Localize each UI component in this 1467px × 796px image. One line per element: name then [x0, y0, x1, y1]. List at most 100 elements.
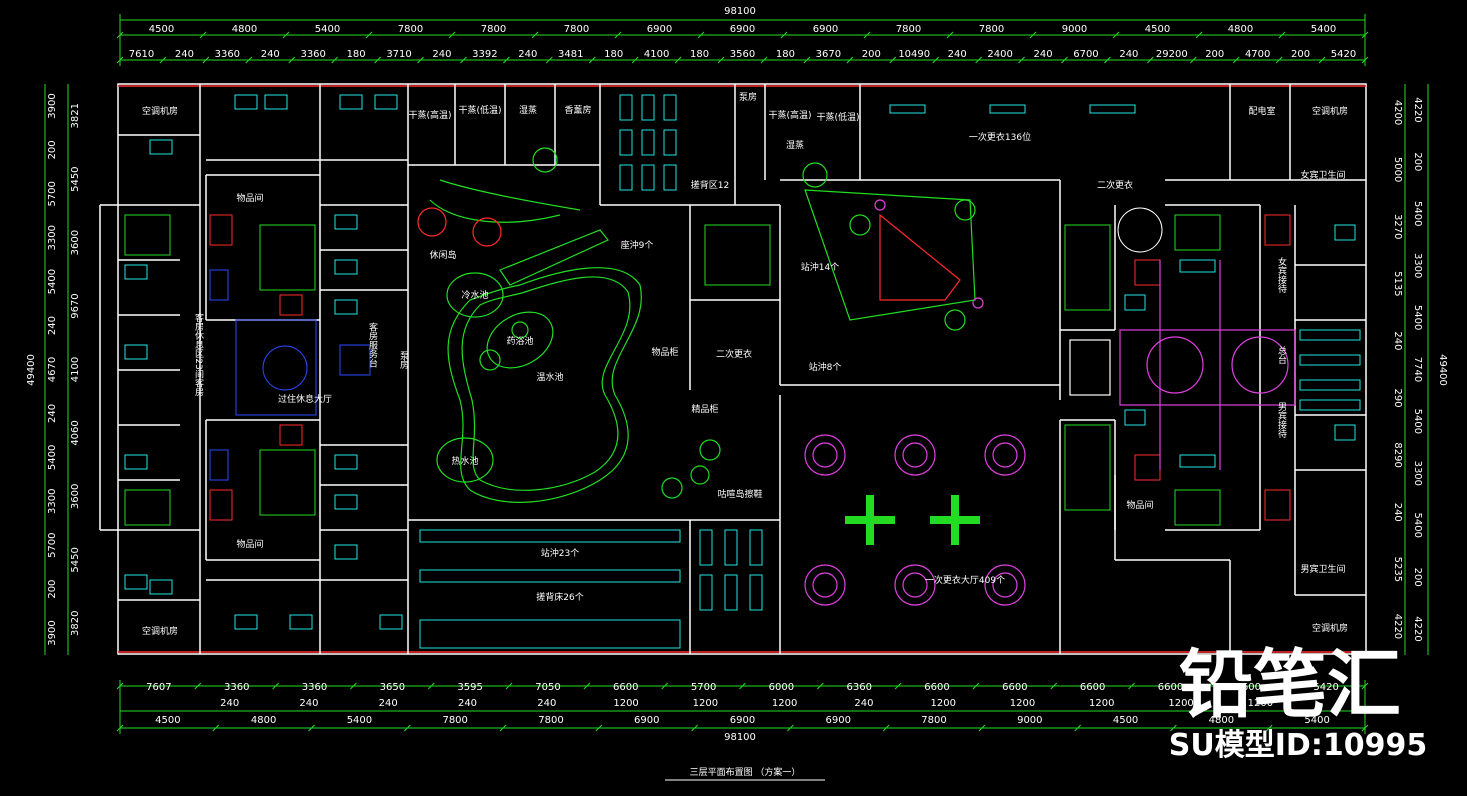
room-second-change: 二次更衣	[716, 348, 752, 360]
dimension-value: 5135	[1392, 271, 1403, 296]
room-first-change-136: 一次更衣136位	[969, 131, 1031, 143]
dimension-tick	[116, 31, 124, 39]
dimension-tick	[505, 682, 513, 690]
dimension-column-right-outer: 4220200540033005400774054003300540020042…	[1412, 97, 1423, 642]
room-sauna-low: 干蒸(低温)	[458, 104, 501, 116]
room-power: 配电室	[1248, 105, 1275, 117]
room-service-desk: 客房服务台	[367, 321, 378, 368]
dimension-value: 7800	[442, 715, 467, 726]
dimension-value: 5420	[1313, 682, 1338, 693]
dimension-value: 3481	[558, 49, 583, 60]
dimension-value: 3392	[472, 49, 497, 60]
dimension-tick	[1189, 56, 1197, 64]
dimension-tick	[199, 31, 207, 39]
dimension-tick	[116, 682, 124, 690]
dimension-value: 180	[776, 49, 795, 60]
room-male-reception: 男宾接待	[1276, 402, 1287, 439]
dimension-tick	[1170, 724, 1177, 732]
dimension-value: 6600	[1002, 682, 1027, 693]
dimension-value: 4220	[1412, 616, 1423, 641]
dimension-value: 3710	[386, 49, 411, 60]
dimension-tick	[308, 724, 315, 732]
dimension-tick	[1361, 682, 1369, 690]
dimension-value: 240	[854, 698, 873, 709]
dimension-value: 4800	[251, 715, 276, 726]
dimension-value: 1200	[1010, 698, 1035, 709]
dimension-ticks	[116, 31, 1369, 732]
dimension-value: 5400	[1304, 715, 1329, 726]
dressing-hall-fixtures	[804, 260, 1296, 606]
room-sauna-high: 干蒸(高温)	[408, 109, 451, 121]
dimension-tick	[448, 31, 456, 39]
dimension-value: 240	[220, 698, 239, 709]
room-ac-bottom-right: 空调机房	[1312, 622, 1348, 634]
dimension-value: 5400	[47, 269, 58, 294]
dimension-value: 3300	[47, 225, 58, 250]
dimension-tick	[816, 682, 824, 690]
room-female-reception: 女宾接待	[1276, 256, 1287, 294]
room-sit-shower: 座沖9个	[621, 239, 654, 251]
dimension-value: 6900	[730, 24, 755, 35]
dimension-value: 6900	[634, 715, 659, 726]
dimension-value: 10490	[898, 49, 930, 60]
dimension-value: 7800	[896, 24, 921, 35]
dimension-tick	[787, 724, 794, 732]
locker-rows	[209, 94, 1361, 649]
room-storage-top: 物品间	[236, 192, 263, 204]
dimension-tick	[932, 56, 940, 64]
dimension-value: 6900	[826, 715, 851, 726]
dimension-value: 6600	[1236, 682, 1261, 693]
dimension-tick	[282, 31, 290, 39]
dimension-value: 7610	[129, 49, 154, 60]
room-aroma: 香薰房	[564, 104, 591, 116]
dimension-tick	[116, 56, 124, 64]
dimension-value: 240	[47, 404, 58, 423]
room-pump: 泵房	[739, 91, 757, 103]
room-scrub-beds: 搓背床26个	[536, 591, 583, 603]
dimension-value: 240	[1392, 331, 1403, 350]
dimension-tick	[272, 682, 279, 690]
dimension-value: 5700	[691, 682, 716, 693]
model-id-watermark: SU模型ID:10995	[1169, 728, 1427, 763]
dimension-value: 7740	[1412, 357, 1423, 382]
dimension-value: 9000	[1017, 715, 1042, 726]
dimension-tick	[194, 682, 202, 690]
dimension-tick	[1146, 56, 1154, 64]
dimension-tick	[350, 682, 357, 690]
dimension-tick	[697, 31, 705, 39]
dimension-tick	[760, 56, 768, 64]
plants	[417, 147, 984, 499]
watermark: 铅笔汇 SU模型ID:10995	[1169, 642, 1427, 763]
dimension-tick	[288, 56, 296, 64]
dimension-value: 4060	[70, 420, 81, 445]
dimension-tick	[894, 682, 902, 690]
dimension-value: 5400	[47, 445, 58, 470]
dimension-tick	[545, 56, 553, 64]
dimension-value: 5400	[347, 715, 372, 726]
dimension-tick	[661, 682, 669, 690]
dimension-value: 6900	[730, 715, 755, 726]
stairs-and-lifts	[124, 207, 1291, 526]
dimension-value: 5400	[1412, 409, 1423, 434]
dimension-value: 5700	[47, 181, 58, 206]
pool-area	[429, 179, 976, 503]
dimension-value: 3360	[302, 682, 327, 693]
dimension-value: 4800	[1209, 715, 1234, 726]
dimension-tick	[1206, 682, 1213, 690]
dimension-tick	[1128, 682, 1135, 690]
dimension-tick	[1361, 56, 1369, 64]
dimension-value: 5450	[70, 166, 81, 191]
dimension-value: 7800	[398, 24, 423, 35]
dimension-tick	[1318, 56, 1326, 64]
dimension-value: 180	[690, 49, 709, 60]
dimension-value: 4200	[1392, 100, 1403, 125]
dimension-tick	[614, 31, 622, 39]
room-herbal-pool: 药浴池	[506, 335, 533, 347]
dimension-tick	[159, 56, 167, 64]
dimension-value: 240	[1033, 49, 1052, 60]
dimension-value: 7800	[538, 715, 563, 726]
dimension-value: 4100	[70, 357, 81, 382]
dimension-value: 200	[47, 580, 58, 599]
